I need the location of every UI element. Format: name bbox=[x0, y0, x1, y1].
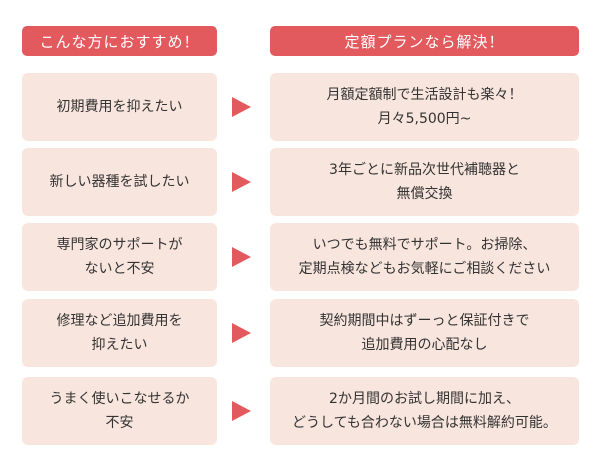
solution-card: 契約期間中はずーっと保証付きで 追加費用の心配なし bbox=[270, 299, 579, 367]
arrow-right-icon bbox=[232, 97, 251, 117]
comparison-row: うまく使いこなせるか 不安 2か月間のお試し期間に加え、 どうしても合わない場合… bbox=[0, 377, 600, 445]
solution-card: 2か月間のお試し期間に加え、 どうしても合わない場合は無料解約可能。 bbox=[270, 377, 579, 445]
recommended-for-header-label: こんな方におすすめ！ bbox=[39, 32, 200, 51]
arrow-right-icon bbox=[232, 323, 251, 343]
arrow-right-icon bbox=[232, 172, 251, 192]
problem-card: 専門家のサポートが ないと不安 bbox=[22, 223, 217, 291]
problem-card: 新しい器種を試したい bbox=[22, 148, 217, 216]
plan-solution-header-label: 定額プランなら解決！ bbox=[344, 32, 505, 51]
problem-card: うまく使いこなせるか 不安 bbox=[22, 377, 217, 445]
comparison-row: 初期費用を抑えたい 月額定額制で生活設計も楽々！ 月々5,500円~ bbox=[0, 73, 600, 141]
plan-solution-header: 定額プランなら解決！ bbox=[270, 26, 579, 56]
comparison-row: 専門家のサポートが ないと不安 いつでも無料でサポート。お掃除、 定期点検なども… bbox=[0, 223, 600, 291]
arrow-right-icon bbox=[232, 247, 251, 267]
solution-card: 月額定額制で生活設計も楽々！ 月々5,500円~ bbox=[270, 73, 579, 141]
arrow-right-icon bbox=[232, 401, 251, 421]
problem-card: 初期費用を抑えたい bbox=[22, 73, 217, 141]
recommended-for-header: こんな方におすすめ！ bbox=[22, 26, 217, 56]
problem-card: 修理など追加費用を 抑えたい bbox=[22, 299, 217, 367]
comparison-row: 修理など追加費用を 抑えたい 契約期間中はずーっと保証付きで 追加費用の心配なし bbox=[0, 299, 600, 367]
solution-card: 3年ごとに新品次世代補聴器と 無償交換 bbox=[270, 148, 579, 216]
solution-card: いつでも無料でサポート。お掃除、 定期点検などもお気軽にご相談ください bbox=[270, 223, 579, 291]
comparison-row: 新しい器種を試したい 3年ごとに新品次世代補聴器と 無償交換 bbox=[0, 148, 600, 216]
